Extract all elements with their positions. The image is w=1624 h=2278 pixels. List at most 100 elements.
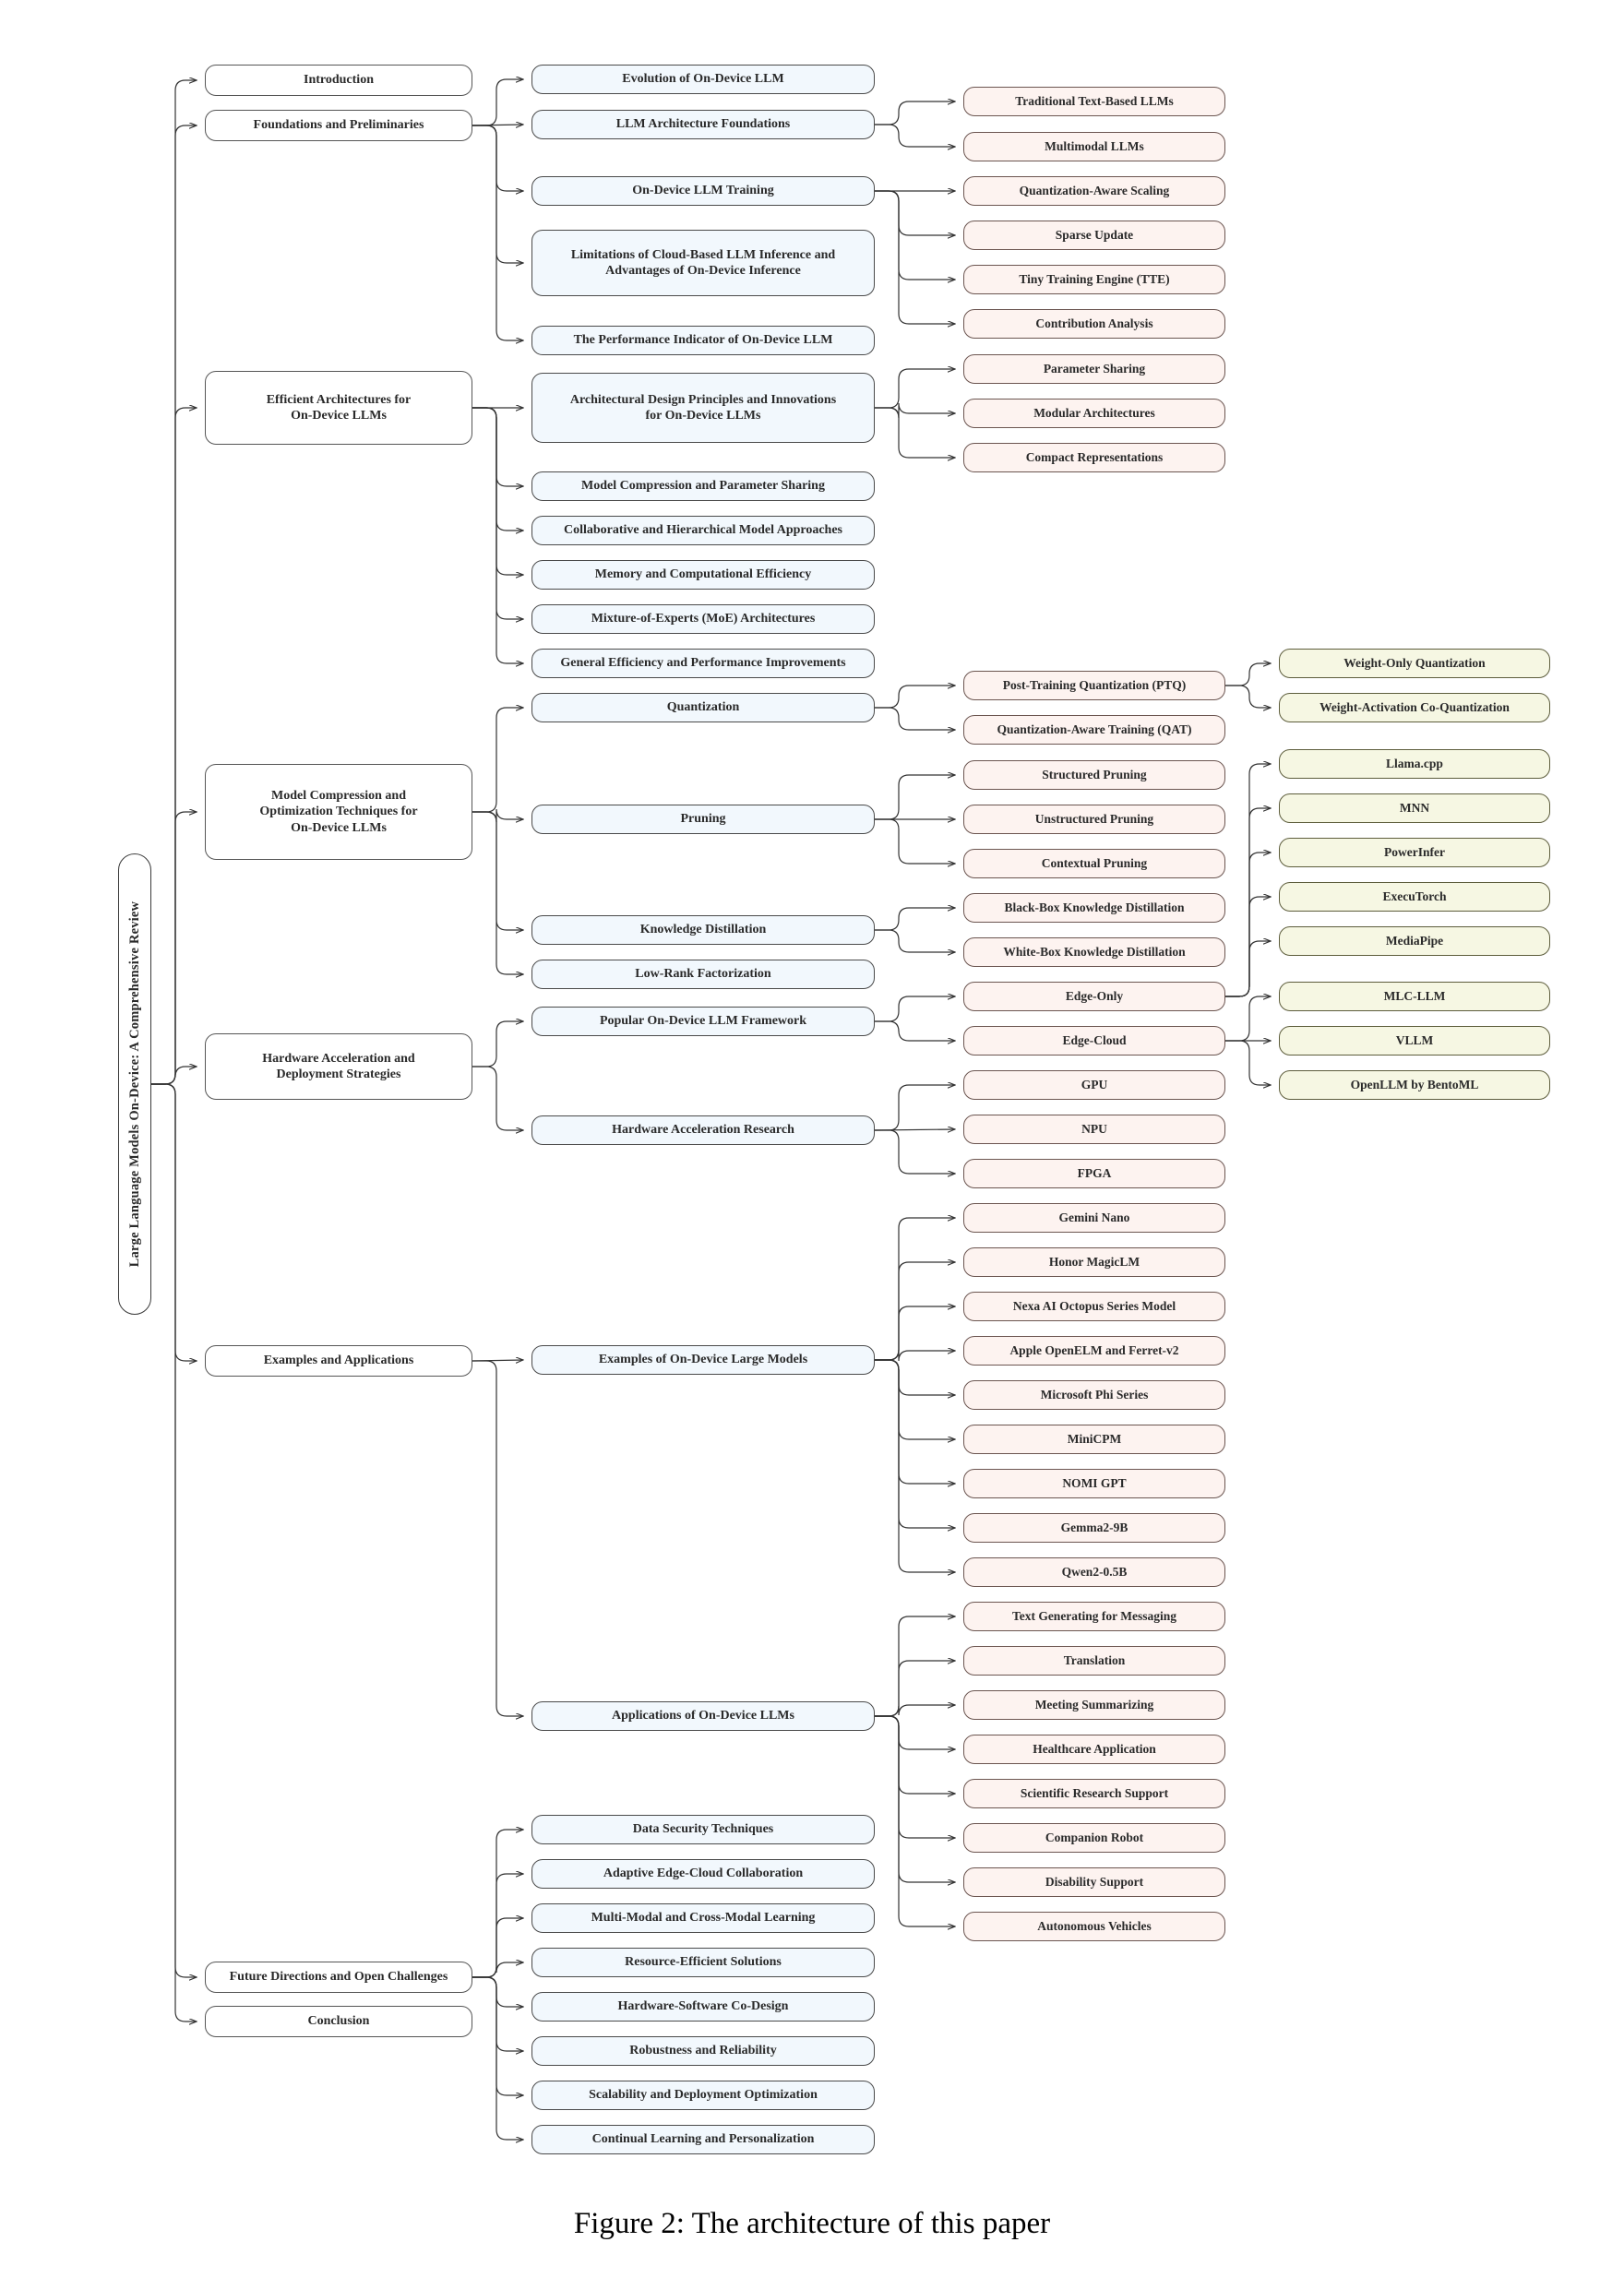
node-scientific-research-support[interactable]: Scientific Research Support [963,1779,1225,1808]
node-llm-architecture-foundations[interactable]: LLM Architecture Foundations [531,110,875,139]
node-unstructured-pruning[interactable]: Unstructured Pruning [963,805,1225,834]
node-executorch[interactable]: ExecuTorch [1279,882,1550,912]
node-memory-computational-efficiency[interactable]: Memory and Computational Efficiency [531,560,875,590]
node-moe-architectures[interactable]: Mixture-of-Experts (MoE) Architectures [531,604,875,634]
node-label: Nexa AI Octopus Series Model [1012,1298,1176,1313]
node-weight-activation-co-quantization[interactable]: Weight-Activation Co-Quantization [1279,693,1550,722]
node-traditional-text-based-llms[interactable]: Traditional Text-Based LLMs [963,87,1225,116]
node-label: Contextual Pruning [1041,855,1148,870]
node-quantization-aware-scaling[interactable]: Quantization-Aware Scaling [963,176,1225,206]
node-examples-and-applications[interactable]: Examples and Applications [205,1345,472,1377]
node-parameter-sharing[interactable]: Parameter Sharing [963,354,1225,384]
node-compact-representations[interactable]: Compact Representations [963,443,1225,472]
node-hardware-software-co-design[interactable]: Hardware-Software Co-Design [531,1992,875,2022]
node-examples-large-models[interactable]: Examples of On-Device Large Models [531,1345,875,1375]
node-general-efficiency[interactable]: General Efficiency and Performance Impro… [531,649,875,678]
node-label: Low-Rank Factorization [635,967,771,982]
node-disability-support[interactable]: Disability Support [963,1867,1225,1897]
node-openllm-bentoml[interactable]: OpenLLM by BentoML [1279,1070,1550,1100]
node-sparse-update[interactable]: Sparse Update [963,221,1225,250]
node-foundations-and-preliminaries[interactable]: Foundations and Preliminaries [205,110,472,141]
node-label: Parameter Sharing [1043,361,1146,376]
node-mlc-llm[interactable]: MLC-LLM [1279,982,1550,1011]
node-edge-only[interactable]: Edge-Only [963,982,1225,1011]
node-fpga[interactable]: FPGA [963,1159,1225,1188]
node-quantization-aware-training[interactable]: Quantization-Aware Training (QAT) [963,715,1225,745]
node-meeting-summarizing[interactable]: Meeting Summarizing [963,1690,1225,1720]
node-evolution-on-device-llm[interactable]: Evolution of On-Device LLM [531,65,875,94]
node-nomi-gpt[interactable]: NOMI GPT [963,1469,1225,1498]
node-label: Resource-Efficient Solutions [625,1955,782,1970]
node-hardware-acceleration-research[interactable]: Hardware Acceleration Research [531,1115,875,1145]
node-multi-modal-cross-modal[interactable]: Multi-Modal and Cross-Modal Learning [531,1903,875,1933]
node-minicpm[interactable]: MiniCPM [963,1425,1225,1454]
node-on-device-llm-training[interactable]: On-Device LLM Training [531,176,875,206]
node-low-rank-factorization[interactable]: Low-Rank Factorization [531,960,875,989]
node-conclusion[interactable]: Conclusion [205,2006,472,2037]
node-modular-architectures[interactable]: Modular Architectures [963,399,1225,428]
node-future-directions[interactable]: Future Directions and Open Challenges [205,1962,472,1993]
node-data-security-techniques[interactable]: Data Security Techniques [531,1815,875,1844]
node-continual-learning-personalization[interactable]: Continual Learning and Personalization [531,2125,875,2154]
node-gpu[interactable]: GPU [963,1070,1225,1100]
node-robustness-reliability[interactable]: Robustness and Reliability [531,2036,875,2066]
node-translation[interactable]: Translation [963,1646,1225,1676]
node-introduction[interactable]: Introduction [205,65,472,96]
node-tiny-training-engine[interactable]: Tiny Training Engine (TTE) [963,265,1225,294]
node-label: Evolution of On-Device LLM [622,72,784,87]
node-gemma2-9b[interactable]: Gemma2-9B [963,1513,1225,1543]
node-honor-magiclm[interactable]: Honor MagicLM [963,1247,1225,1277]
node-quantization[interactable]: Quantization [531,693,875,722]
node-label: Introduction [304,73,374,88]
node-collaborative-hierarchical[interactable]: Collaborative and Hierarchical Model App… [531,516,875,545]
node-label: Limitations of Cloud-Based LLM Inference… [570,247,836,279]
node-mediapipe[interactable]: MediaPipe [1279,926,1550,956]
node-vllm[interactable]: VLLM [1279,1026,1550,1056]
node-adaptive-edge-cloud[interactable]: Adaptive Edge-Cloud Collaboration [531,1859,875,1889]
node-contextual-pruning[interactable]: Contextual Pruning [963,849,1225,878]
node-gemini-nano[interactable]: Gemini Nano [963,1203,1225,1233]
node-label: Meeting Summarizing [1034,1697,1154,1711]
node-white-box-knowledge-distillation[interactable]: White-Box Knowledge Distillation [963,937,1225,967]
node-scalability-deployment-optimization[interactable]: Scalability and Deployment Optimization [531,2081,875,2110]
node-microsoft-phi-series[interactable]: Microsoft Phi Series [963,1380,1225,1410]
node-label: On-Device LLM Training [632,184,774,198]
node-text-generating-messaging[interactable]: Text Generating for Messaging [963,1602,1225,1631]
node-label: NOMI GPT [1062,1475,1127,1490]
node-weight-only-quantization[interactable]: Weight-Only Quantization [1279,649,1550,678]
node-label: Edge-Only [1065,988,1124,1003]
node-multimodal-llms[interactable]: Multimodal LLMs [963,132,1225,161]
node-knowledge-distillation[interactable]: Knowledge Distillation [531,915,875,945]
node-apple-openelm-ferret[interactable]: Apple OpenELM and Ferret-v2 [963,1336,1225,1366]
node-npu[interactable]: NPU [963,1115,1225,1144]
node-limitations-cloud-inference[interactable]: Limitations of Cloud-Based LLM Inference… [531,230,875,296]
node-mnn[interactable]: MNN [1279,793,1550,823]
node-model-compression-parameter-sharing[interactable]: Model Compression and Parameter Sharing [531,471,875,501]
node-companion-robot[interactable]: Companion Robot [963,1823,1225,1853]
node-label: Quantization [666,700,740,715]
node-architectural-design-principles[interactable]: Architectural Design Principles and Inno… [531,373,875,443]
node-contribution-analysis[interactable]: Contribution Analysis [963,309,1225,339]
node-powerinfer[interactable]: PowerInfer [1279,838,1550,867]
node-qwen2-05b[interactable]: Qwen2-0.5B [963,1557,1225,1587]
node-popular-framework[interactable]: Popular On-Device LLM Framework [531,1007,875,1036]
node-llama-cpp[interactable]: Llama.cpp [1279,749,1550,779]
node-healthcare-application[interactable]: Healthcare Application [963,1735,1225,1764]
node-label: Autonomous Vehicles [1037,1918,1152,1933]
node-performance-indicator[interactable]: The Performance Indicator of On-Device L… [531,326,875,355]
node-nexa-ai-octopus[interactable]: Nexa AI Octopus Series Model [963,1292,1225,1321]
node-applications-on-device-llms[interactable]: Applications of On-Device LLMs [531,1701,875,1731]
root-node[interactable]: Large Language Models On-Device: A Compr… [118,853,151,1315]
node-black-box-knowledge-distillation[interactable]: Black-Box Knowledge Distillation [963,893,1225,923]
node-resource-efficient-solutions[interactable]: Resource-Efficient Solutions [531,1948,875,1977]
node-autonomous-vehicles[interactable]: Autonomous Vehicles [963,1912,1225,1941]
node-structured-pruning[interactable]: Structured Pruning [963,760,1225,790]
node-pruning[interactable]: Pruning [531,805,875,834]
node-post-training-quantization[interactable]: Post-Training Quantization (PTQ) [963,671,1225,700]
node-label: Companion Robot [1045,1830,1144,1844]
node-edge-cloud[interactable]: Edge-Cloud [963,1026,1225,1056]
node-label: Modular Architectures [1033,405,1155,420]
